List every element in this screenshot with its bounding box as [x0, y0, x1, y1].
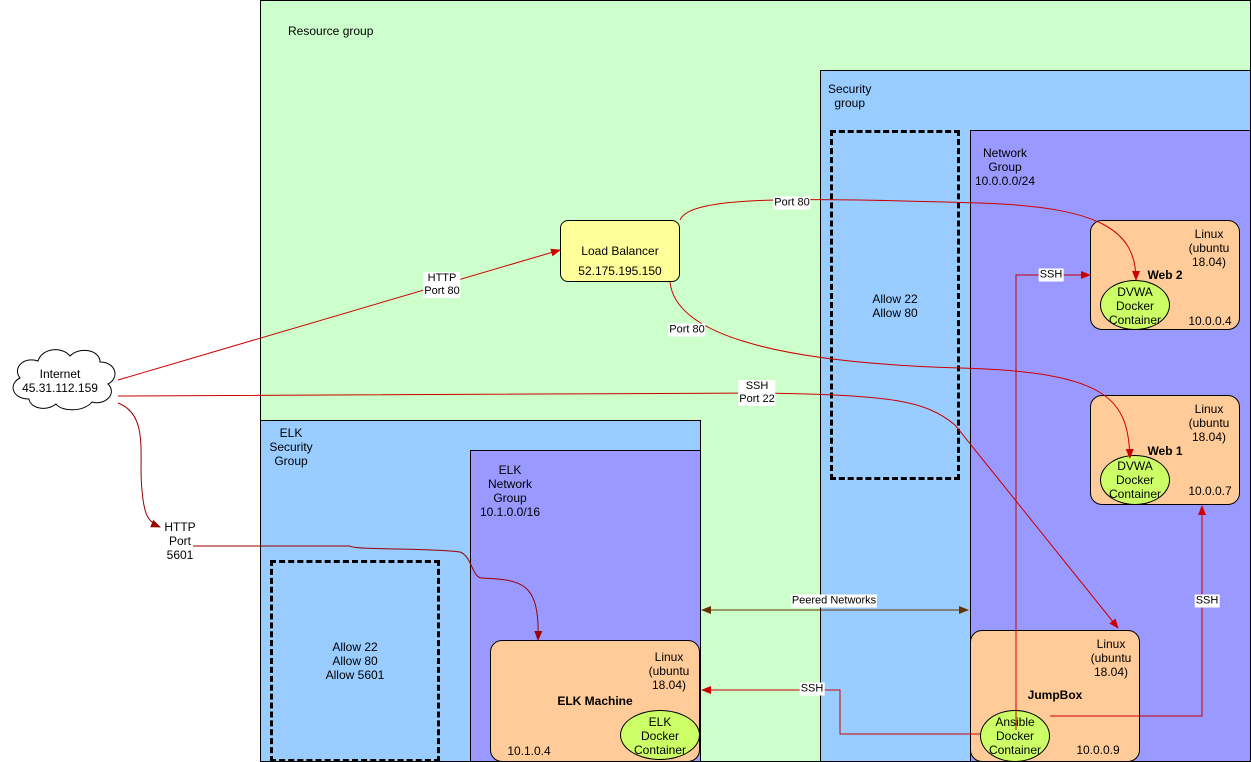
web2-ip: 10.0.0.4	[1188, 314, 1232, 328]
firewall-elk	[270, 560, 440, 762]
web1-container	[1100, 455, 1170, 505]
elk-machine-ip: 10.1.0.4	[507, 744, 551, 758]
load-balancer-ip: 52.175.195.150	[578, 264, 662, 278]
internet-label: Internet 45.31.112.159	[22, 367, 98, 395]
edge-label-peered: Peered Networks	[790, 594, 878, 608]
edge-internet-jumpbox	[117, 392, 1119, 629]
edge-label-ssh-elk: SSH	[799, 682, 825, 696]
edge-label-ssh-web2: SSH	[1038, 268, 1064, 282]
elk-security-group-label: ELK Security Group	[269, 426, 313, 468]
edge-http5601-elk	[193, 545, 543, 641]
resource-group-label: Resource group	[288, 24, 374, 38]
web1-name: Web 1	[1147, 444, 1183, 458]
security-group-label: Security group	[828, 82, 872, 110]
load-balancer-name: Load Balancer	[581, 244, 659, 258]
web1-ip: 10.0.0.7	[1188, 484, 1232, 498]
edge-lb-web1	[669, 281, 1134, 459]
edge-label-lb-web2: Port 80	[773, 196, 811, 210]
edge-label-http-5601: HTTP Port 5601	[164, 520, 196, 562]
web1-container-label: DVWA Docker Container	[1108, 459, 1162, 501]
web2-container-label: DVWA Docker Container	[1108, 285, 1162, 327]
web1-os: Linux (ubuntu 18.04)	[1188, 402, 1230, 444]
elk-machine-container-label: ELK Docker Container	[633, 715, 687, 757]
edge-label-lb-web1: Port 80	[668, 323, 706, 337]
jumpbox-container-label: Ansible Docker Container	[988, 715, 1042, 757]
elk-machine-name: ELK Machine	[557, 694, 633, 708]
elk-machine-container	[620, 710, 700, 760]
jumpbox-ip: 10.0.0.9	[1076, 743, 1120, 757]
web2-os: Linux (ubuntu 18.04)	[1188, 227, 1230, 269]
edge-internet-http5601	[117, 402, 161, 528]
edge-label-http-port80: HTTP Port 80	[423, 272, 461, 298]
network-group-label: Network Group 10.0.0.0/24	[974, 146, 1036, 188]
edge-label-ssh-port22: SSH Port 22	[738, 380, 776, 406]
edge-internet-lb	[117, 248, 561, 381]
firewall-elk-label: Allow 22 Allow 80 Allow 5601	[325, 640, 385, 682]
elk-machine-os: Linux (ubuntu 18.04)	[648, 650, 690, 692]
edge-jumpbox-web1	[1050, 505, 1206, 717]
edge-lb-web2	[679, 199, 1140, 281]
firewall-main-label: Allow 22 Allow 80	[872, 292, 918, 320]
edge-jumpbox-web2	[1015, 271, 1091, 730]
jumpbox-os: Linux (ubuntu 18.04)	[1090, 637, 1132, 679]
jumpbox-name: JumpBox	[1027, 688, 1083, 702]
firewall-main	[830, 130, 960, 480]
elk-network-group-label: ELK Network Group 10.1.0.0/16	[479, 463, 541, 519]
edge-jumpbox-elk	[701, 686, 980, 735]
edge-label-ssh-web1: SSH	[1194, 594, 1220, 608]
internet-cloud	[12, 349, 116, 411]
web2-container	[1100, 280, 1170, 330]
web2-name: Web 2	[1147, 268, 1183, 282]
